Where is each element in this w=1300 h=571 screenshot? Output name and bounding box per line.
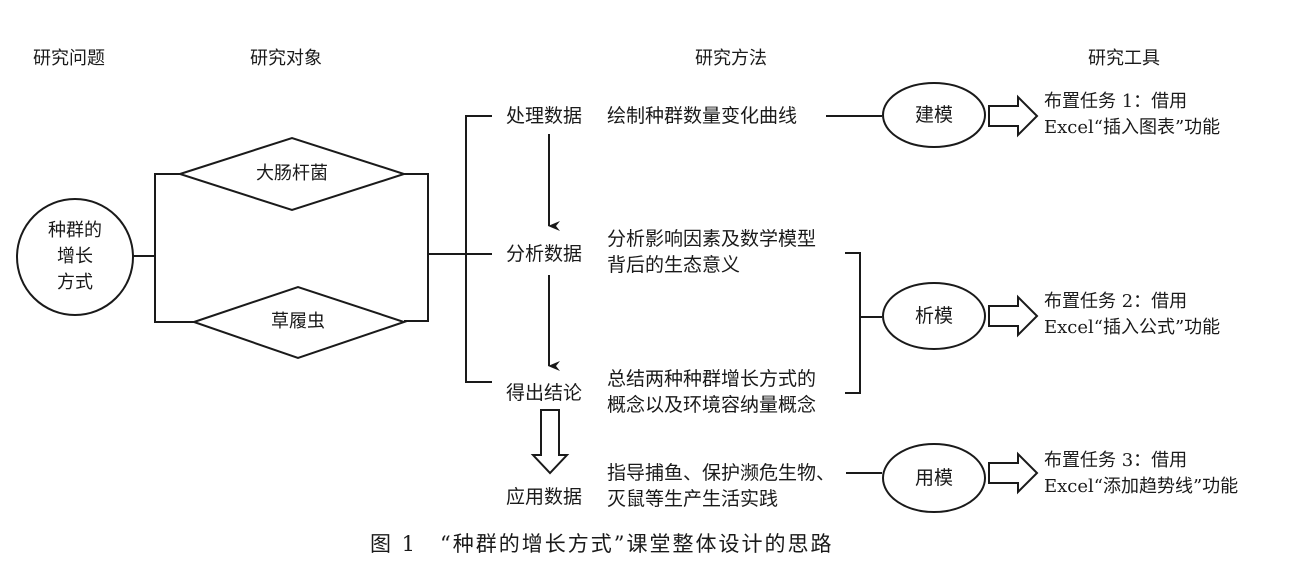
question-line: 增长 — [57, 246, 93, 267]
desc-line: 分析影响因素及数学模型 — [607, 228, 817, 250]
desc-line: 指导捕鱼、保护濒危生物、 — [607, 462, 836, 484]
hollow-right-arrow-3 — [988, 451, 1039, 495]
step-desc-process: 绘制种群数量变化曲线 — [607, 105, 798, 127]
model-ellipse-2 — [882, 282, 986, 350]
model-label-build: 建模 — [914, 104, 953, 126]
hollow-down-arrow — [530, 409, 570, 475]
step-label-analyze: 分析数据 — [506, 243, 583, 265]
model-ellipse-3 — [882, 443, 986, 513]
step-desc-analyze: 分析影响因素及数学模型 背后的生态意义 — [607, 226, 816, 278]
object-bracket-left — [154, 173, 194, 323]
object-paramecium-label: 草履虫 — [271, 311, 325, 332]
header-question: 研究问题 — [33, 48, 105, 69]
step-label-apply: 应用数据 — [506, 486, 583, 508]
method-bracket — [465, 115, 492, 383]
task-line: 布置任务 1：借用 — [1044, 91, 1188, 112]
step-label-process: 处理数据 — [506, 105, 583, 127]
object-ecoli-label: 大肠杆菌 — [256, 163, 328, 184]
analysis-bracket — [845, 252, 861, 394]
desc-line: 概念以及环境容纳量概念 — [607, 394, 817, 416]
figure-caption: 图 1 “种群的增长方式”课堂整体设计的思路 — [370, 532, 834, 556]
task-3: 布置任务 3：借用 Excel“添加趋势线”功能 — [1044, 448, 1238, 500]
header-method: 研究方法 — [695, 48, 767, 69]
hollow-right-arrow-1 — [988, 94, 1039, 138]
question-line: 种群的 — [48, 220, 102, 241]
hollow-right-arrow-2 — [988, 294, 1039, 338]
question-node-text: 种群的 增长 方式 — [37, 218, 113, 296]
header-object: 研究对象 — [250, 48, 322, 69]
question-line: 方式 — [57, 272, 93, 293]
step-label-conclude: 得出结论 — [506, 382, 583, 404]
object-bracket-right — [404, 173, 429, 322]
task-line: 布置任务 3：借用 — [1044, 450, 1188, 471]
task-line: Excel“插入图表”功能 — [1044, 117, 1221, 138]
desc-line: 背后的生态意义 — [607, 254, 741, 276]
task-line: Excel“插入公式”功能 — [1044, 317, 1221, 338]
task-1: 布置任务 1：借用 Excel“插入图表”功能 — [1044, 89, 1220, 141]
step-desc-apply: 指导捕鱼、保护濒危生物、 灭鼠等生产生活实践 — [607, 460, 835, 512]
header-tool-text: 研究工具 — [1088, 48, 1160, 69]
task-2: 布置任务 2：借用 Excel“插入公式”功能 — [1044, 289, 1220, 341]
model-label-analyze: 析模 — [914, 305, 953, 327]
model-ellipse-1 — [882, 82, 986, 148]
desc-line: 总结两种种群增长方式的 — [607, 368, 817, 390]
step-desc-conclude: 总结两种种群增长方式的 概念以及环境容纳量概念 — [607, 366, 816, 418]
task-line: Excel“添加趋势线”功能 — [1044, 476, 1239, 497]
task-line: 布置任务 2：借用 — [1044, 291, 1188, 312]
model-label-use: 用模 — [914, 467, 953, 489]
desc-line: 灭鼠等生产生活实践 — [607, 488, 779, 510]
